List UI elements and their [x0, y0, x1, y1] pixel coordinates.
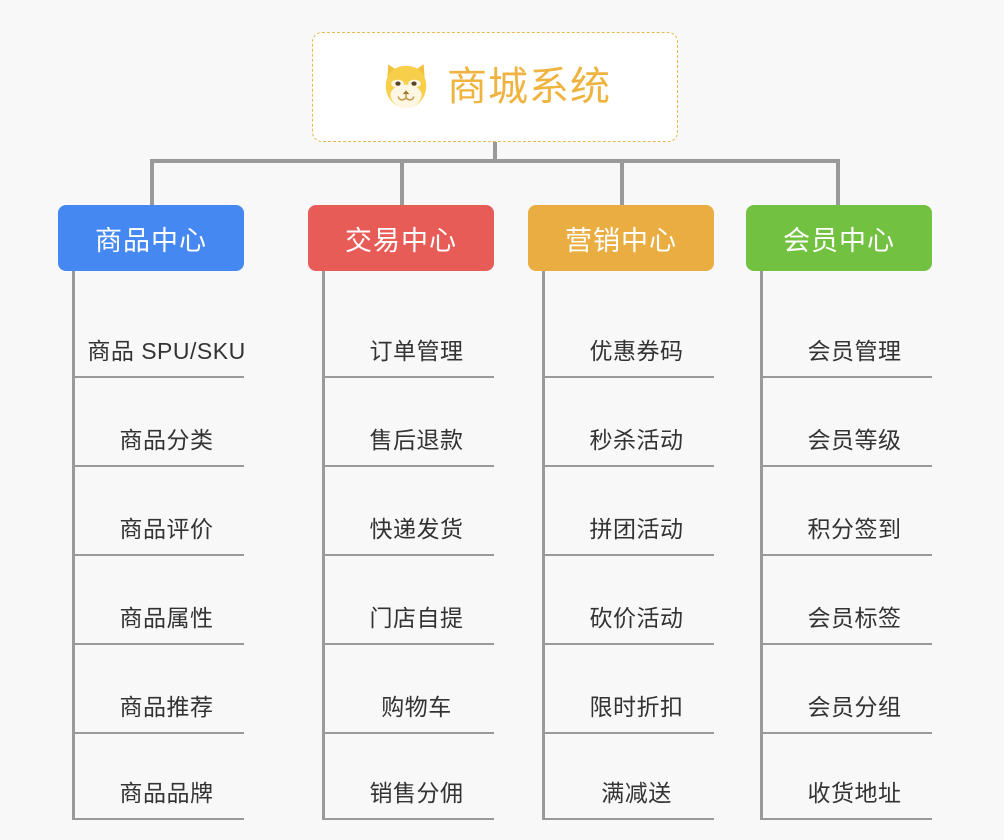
- branch-header-product-center[interactable]: 商品中心: [58, 205, 244, 271]
- list-item[interactable]: 门店自提: [325, 556, 494, 645]
- leaf-label: 商品评价: [119, 516, 214, 542]
- leaf-label: 会员等级: [807, 427, 902, 453]
- list-item[interactable]: 满减送: [545, 734, 714, 820]
- leaf-label: 满减送: [601, 780, 672, 806]
- list-item[interactable]: 快递发货: [325, 467, 494, 556]
- branch-header-label: 交易中心: [345, 225, 457, 256]
- branch-trunk-trade-center: 订单管理 售后退款 快递发货 门店自提 购物车 销售分佣: [322, 271, 494, 820]
- list-item[interactable]: 商品分类: [75, 378, 244, 467]
- branch-trunk-member-center: 会员管理 会员等级 积分签到 会员标签 会员分组 收货地址: [760, 271, 932, 820]
- connector-root-stem: [493, 142, 497, 162]
- list-item[interactable]: 销售分佣: [325, 734, 494, 820]
- leaf-label: 限时折扣: [589, 694, 684, 720]
- branch-header-trade-center[interactable]: 交易中心: [308, 205, 494, 271]
- shiba-dog-face-icon: [385, 64, 427, 109]
- leaf-label: 会员分组: [807, 694, 902, 720]
- list-item[interactable]: 商品评价: [75, 467, 244, 556]
- list-item[interactable]: 优惠券码: [545, 289, 714, 378]
- list-item[interactable]: 拼团活动: [545, 467, 714, 556]
- list-item[interactable]: 收货地址: [763, 734, 932, 820]
- leaf-label: 秒杀活动: [589, 427, 684, 453]
- leaf-label: 订单管理: [369, 338, 464, 364]
- branch-member-center: 会员中心 会员管理 会员等级 积分签到 会员标签 会员分组 收货地址: [746, 205, 932, 820]
- list-item[interactable]: 购物车: [325, 645, 494, 734]
- list-item[interactable]: 售后退款: [325, 378, 494, 467]
- leaf-label: 砍价活动: [589, 605, 684, 631]
- list-item[interactable]: 商品品牌: [75, 734, 244, 820]
- leaf-label: 购物车: [381, 694, 452, 720]
- connector-horizontal-bus: [150, 159, 840, 163]
- leaf-label: 商品分类: [119, 427, 214, 453]
- list-item[interactable]: 秒杀活动: [545, 378, 714, 467]
- branch-trunk-marketing-center: 优惠券码 秒杀活动 拼团活动 砍价活动 限时折扣 满减送: [542, 271, 714, 820]
- connector-drop-3: [620, 159, 624, 207]
- list-item[interactable]: 限时折扣: [545, 645, 714, 734]
- connector-drop-4: [836, 159, 840, 207]
- leaf-label: 销售分佣: [369, 780, 464, 806]
- root-title: 商城系统: [447, 65, 611, 109]
- list-item[interactable]: 商品 SPU/SKU: [75, 289, 245, 378]
- list-item[interactable]: 订单管理: [325, 289, 494, 378]
- branch-marketing-center: 营销中心 优惠券码 秒杀活动 拼团活动 砍价活动 限时折扣 满减送: [528, 205, 714, 820]
- branch-header-label: 商品中心: [95, 225, 207, 256]
- root-node[interactable]: 商城系统: [312, 32, 678, 142]
- list-item[interactable]: 会员分组: [763, 645, 932, 734]
- leaf-label: 拼团活动: [589, 516, 684, 542]
- branch-trunk-product-center: 商品 SPU/SKU 商品分类 商品评价 商品属性 商品推荐 商品品牌: [72, 271, 245, 820]
- leaf-label: 商品推荐: [119, 694, 214, 720]
- leaf-label: 优惠券码: [589, 338, 684, 364]
- leaf-label: 商品品牌: [119, 780, 214, 806]
- list-item[interactable]: 会员标签: [763, 556, 932, 645]
- branch-trade-center: 交易中心 订单管理 售后退款 快递发货 门店自提 购物车 销售分佣: [308, 205, 494, 820]
- branch-header-label: 会员中心: [783, 225, 895, 256]
- list-item[interactable]: 会员等级: [763, 378, 932, 467]
- list-item[interactable]: 积分签到: [763, 467, 932, 556]
- list-item[interactable]: 商品推荐: [75, 645, 244, 734]
- leaf-label: 售后退款: [369, 427, 464, 453]
- leaf-label: 会员标签: [807, 605, 902, 631]
- connector-drop-2: [400, 159, 404, 207]
- list-item[interactable]: 砍价活动: [545, 556, 714, 645]
- branch-product-center: 商品中心 商品 SPU/SKU 商品分类 商品评价 商品属性 商品推荐 商品品牌: [58, 205, 245, 820]
- branch-header-member-center[interactable]: 会员中心: [746, 205, 932, 271]
- connector-drop-1: [150, 159, 154, 207]
- leaf-label: 收货地址: [807, 780, 902, 806]
- leaf-label: 门店自提: [369, 605, 464, 631]
- leaf-label: 会员管理: [807, 338, 902, 364]
- branch-header-marketing-center[interactable]: 营销中心: [528, 205, 714, 271]
- leaf-label: 商品属性: [119, 605, 214, 631]
- list-item[interactable]: 商品属性: [75, 556, 244, 645]
- leaf-label: 商品 SPU/SKU: [87, 338, 246, 364]
- leaf-label: 积分签到: [807, 516, 902, 542]
- list-item[interactable]: 会员管理: [763, 289, 932, 378]
- branch-header-label: 营销中心: [565, 225, 677, 256]
- leaf-label: 快递发货: [369, 516, 464, 542]
